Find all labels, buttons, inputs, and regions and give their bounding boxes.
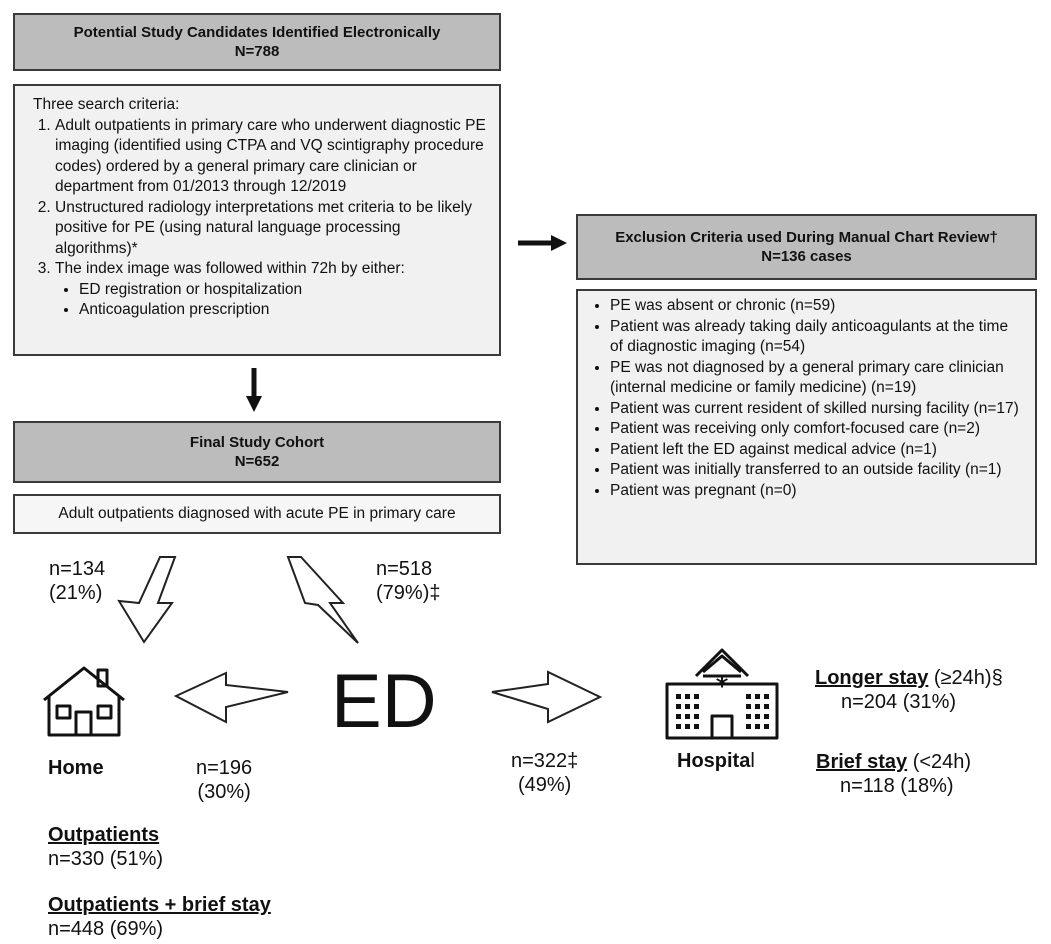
longer-stay-suffix: (≥24h)§ [928, 667, 1003, 689]
longer-stay-label: Longer stay [815, 667, 929, 689]
criteria-item: Adult outpatients in primary care who un… [55, 116, 487, 198]
flow-ed-to-hospital-label: n=322‡ (49%) [511, 749, 578, 797]
flow-ed-to-home-label: n=196 (30%) [196, 756, 252, 804]
cohort-title: Final Study Cohort [189, 434, 325, 451]
outpatients-brief-summary: Outpatients + brief stay n=448 (69%) [48, 893, 271, 941]
hospital-label-main: Hospita [677, 750, 751, 772]
flow-ed-to-home-pct: (30%) [197, 781, 251, 803]
outpatients-brief-label: Outpatients + brief stay [48, 894, 271, 916]
flow-ed-to-hospital-n: n=322‡ [511, 750, 579, 772]
hollow-arrow-icon [491, 670, 603, 724]
ed-node-label: ED [331, 659, 437, 744]
outpatients-label: Outpatients [48, 824, 160, 846]
criteria-item: Unstructured radiology interpretations m… [55, 198, 487, 260]
exclusion-item: Patient was current resident of skilled … [610, 399, 1025, 420]
flow-ed-direct-label: n=518 (79%)‡ [376, 557, 440, 605]
hospital-label: Hospital [677, 749, 755, 773]
brief-stay-block: Brief stay (<24h) n=118 (18%) [816, 750, 971, 798]
exclusion-item: PE was absent or chronic (n=59) [610, 296, 1025, 317]
exclusion-item: Patient left the ED against medical advi… [610, 440, 1025, 461]
candidates-count: N=788 [234, 43, 280, 60]
exclusion-count: N=136 cases [761, 248, 852, 265]
outpatients-summary: Outpatients n=330 (51%) [48, 823, 163, 871]
exclusion-title: Exclusion Criteria used During Manual Ch… [615, 229, 998, 246]
exclusion-header-box: Exclusion Criteria used During Manual Ch… [576, 214, 1037, 280]
search-criteria-box: Three search criteria: Adult outpatients… [13, 84, 501, 356]
flow-home-direct-pct: (21%) [49, 582, 103, 604]
home-label: Home [48, 757, 104, 779]
hospital-icon: * [665, 648, 779, 740]
candidates-title: Potential Study Candidates Identified El… [73, 24, 441, 41]
cohort-header-box: Final Study Cohort N=652 [13, 421, 501, 483]
cohort-count: N=652 [234, 453, 280, 470]
hollow-arrow-icon [117, 556, 177, 644]
outpatients-brief-value: n=448 (69%) [48, 918, 164, 940]
house-icon [43, 666, 125, 737]
flow-home-direct-n: n=134 [49, 558, 106, 580]
arrow-right-icon [518, 235, 567, 251]
criteria-list: Adult outpatients in primary care who un… [33, 116, 487, 321]
exclusion-item: PE was not diagnosed by a general primar… [610, 358, 1025, 399]
criteria-subitem: Anticoagulation prescription [79, 300, 487, 321]
flow-home-direct-label: n=134 (21%) [49, 557, 105, 605]
candidates-header-box: Potential Study Candidates Identified El… [13, 13, 501, 71]
exclusion-item: Patient was pregnant (n=0) [610, 481, 1025, 502]
longer-stay-block: Longer stay (≥24h)§ n=204 (31%) [815, 666, 1003, 714]
hollow-arrow-icon [173, 671, 289, 724]
criteria-item: The index image was followed within 72h … [55, 259, 487, 321]
exclusion-list: PE was absent or chronic (n=59) Patient … [592, 296, 1025, 501]
hospital-windows [676, 694, 769, 729]
hospital-label-tail: l [750, 750, 755, 772]
exclusion-list-box: PE was absent or chronic (n=59) Patient … [576, 289, 1037, 565]
brief-stay-suffix: (<24h) [907, 751, 972, 773]
hollow-arrow-icon [286, 556, 359, 644]
flow-ed-direct-n: n=518 [376, 558, 433, 580]
outpatients-value: n=330 (51%) [48, 848, 164, 870]
cohort-description-box: Adult outpatients diagnosed with acute P… [13, 494, 501, 534]
cohort-description: Adult outpatients diagnosed with acute P… [58, 504, 456, 522]
exclusion-item: Patient was receiving only comfort-focus… [610, 419, 1025, 440]
criteria-intro: Three search criteria: [33, 96, 180, 113]
longer-stay-value: n=204 (31%) [841, 691, 957, 713]
flow-ed-direct-pct: (79%)‡ [376, 582, 441, 604]
brief-stay-value: n=118 (18%) [840, 775, 954, 797]
svg-text:*: * [716, 672, 729, 700]
exclusion-item: Patient was already taking daily anticoa… [610, 317, 1025, 358]
exclusion-item: Patient was initially transferred to an … [610, 460, 1025, 481]
arrow-down-icon [246, 368, 262, 412]
criteria-sublist: ED registration or hospitalization Antic… [55, 280, 487, 321]
brief-stay-label: Brief stay [816, 751, 908, 773]
criteria-item-text: The index image was followed within 72h … [55, 260, 405, 277]
flow-ed-to-hospital-pct: (49%) [517, 774, 572, 796]
criteria-subitem: ED registration or hospitalization [79, 280, 487, 301]
flow-ed-to-home-n: n=196 [196, 757, 253, 779]
